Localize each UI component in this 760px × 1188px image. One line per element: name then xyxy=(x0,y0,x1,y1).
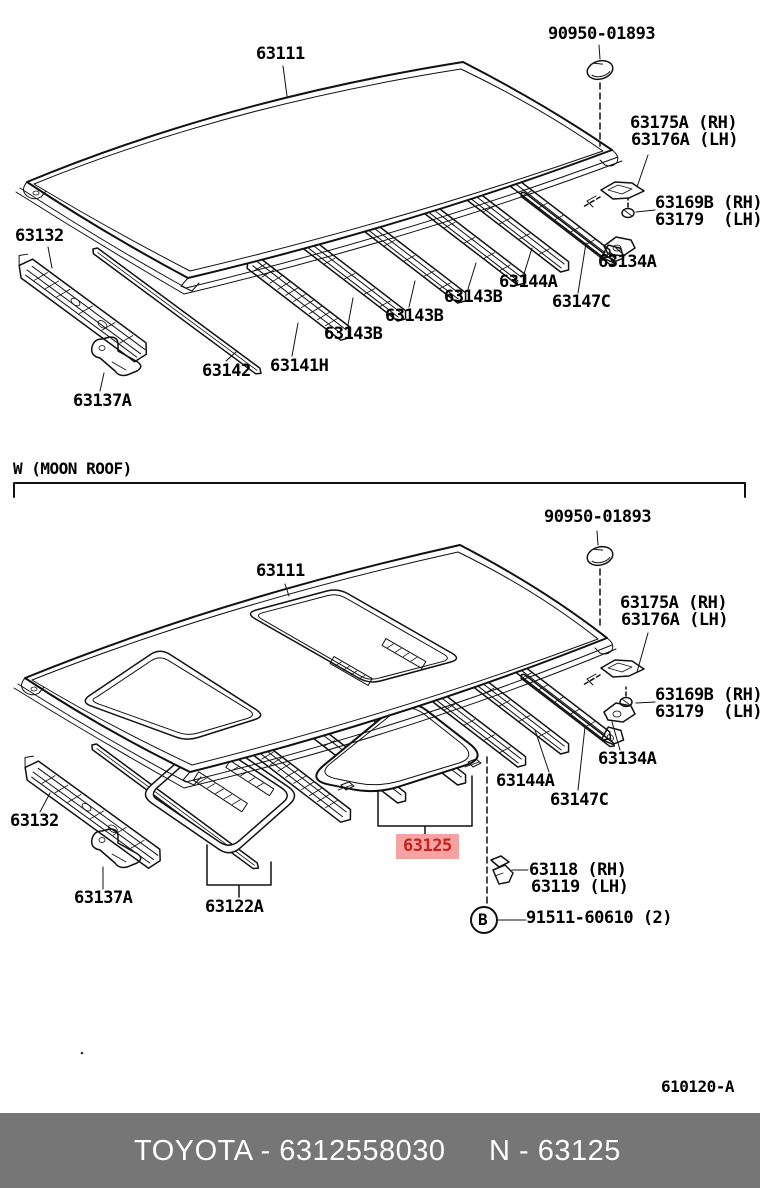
part-label-90950-01893: 90950-01893 xyxy=(548,24,656,44)
part-label-63111: 63111 xyxy=(256,44,305,64)
clip-63169B-bottom xyxy=(619,696,633,708)
part-label-63132: 63132 xyxy=(10,811,59,831)
part-label-63147c: 63147C xyxy=(550,790,609,810)
leader-lines-top xyxy=(47,44,656,392)
dashed-bracket-bottom xyxy=(582,674,601,686)
bow-63144A xyxy=(466,189,570,273)
part-label-63143b: 63143B xyxy=(324,324,383,344)
part-label-610120-a: 610120-A xyxy=(661,1077,735,1096)
part-label-63118-rh: 63118 (RH) xyxy=(529,860,627,880)
footer-bar: TOYOTA - 6312558030 N - 63125 xyxy=(0,1113,760,1188)
part-label-b: B xyxy=(478,910,488,929)
bracket-63175A-bottom xyxy=(586,659,645,686)
part-label-63179-lh: 63179 (LH) xyxy=(655,702,760,722)
section-divider-line xyxy=(13,482,746,498)
part-label-63137a: 63137A xyxy=(74,888,133,908)
part-label-63175a-rh: 63175A (RH) xyxy=(630,113,738,133)
part-label-63132: 63132 xyxy=(15,226,64,246)
sunroof-housing-ring xyxy=(144,736,296,854)
part-label-63111: 63111 xyxy=(256,561,305,581)
part-label-63143b: 63143B xyxy=(444,287,503,307)
bracket-63134A-bottom xyxy=(603,702,636,723)
part-label-63176a-lh: 63176A (LH) xyxy=(621,610,729,630)
clip-63169B-top xyxy=(621,207,635,219)
part-label-63119-lh: 63119 (LH) xyxy=(531,877,629,897)
rail-63147C-outer xyxy=(520,191,615,266)
part-label-63142: 63142 xyxy=(202,361,251,381)
part-label-63143b: 63143B xyxy=(385,306,444,326)
part-label-63175a-rh: 63175A (RH) xyxy=(620,593,728,613)
callout-bracket-63122A xyxy=(206,844,272,898)
front-header-63132 xyxy=(18,253,148,363)
grommet-90950-bottom xyxy=(586,545,614,567)
bow-63144A-b xyxy=(466,671,570,755)
leader-lines-bottom xyxy=(39,530,656,921)
part-label-63176a-lh: 63176A (LH) xyxy=(631,130,739,150)
dashed-bracket-top xyxy=(582,196,601,208)
part-label-91511-60610-2: 91511-60610 (2) xyxy=(526,908,673,928)
bracket-63175A-top xyxy=(586,181,645,208)
part-label-63137a: 63137A xyxy=(73,391,132,411)
part-label-63169b-rh: 63169B (RH) xyxy=(655,685,760,705)
footer-part-number: TOYOTA - 6312558030 xyxy=(134,1135,446,1167)
moulding-63142 xyxy=(92,247,262,375)
roof-panel-63111-top xyxy=(15,61,623,295)
bow-63143B-1 xyxy=(303,238,407,322)
print-dot xyxy=(80,1051,84,1055)
part-label-63134a: 63134A xyxy=(598,252,657,272)
rail-63147C-b-outer xyxy=(520,673,615,748)
part-label-63147c: 63147C xyxy=(552,292,611,312)
part-label-63144a: 63144A xyxy=(499,272,558,292)
part-label-63179-lh: 63179 (LH) xyxy=(655,210,760,230)
bracket-63137A-top xyxy=(90,336,142,377)
part-label-63144a: 63144A xyxy=(496,771,555,791)
bracket-63137A-bottom xyxy=(90,828,142,869)
part-label-63125: 63125 xyxy=(396,834,459,859)
roof-panel-63111-bottom xyxy=(13,544,617,789)
part-label-63122a: 63122A xyxy=(205,897,264,917)
part-label-63169b-rh: 63169B (RH) xyxy=(655,193,760,213)
grommet-90950-top xyxy=(586,59,614,81)
part-label-90950-01893: 90950-01893 xyxy=(544,507,652,527)
front-header-63132-b xyxy=(24,755,161,869)
part-label-63141h: 63141H xyxy=(270,356,329,376)
top-diagram xyxy=(15,44,656,392)
footer-catalog-number: N - 63125 xyxy=(489,1135,621,1167)
callout-bracket-63125 xyxy=(377,775,473,835)
bottom-diagram xyxy=(13,530,656,934)
part-label-w-moon-roof: W (MOON ROOF) xyxy=(13,459,132,478)
bracket-63134A-top xyxy=(603,236,636,257)
clip-63118 xyxy=(490,855,514,885)
part-label-63134a: 63134A xyxy=(598,749,657,769)
